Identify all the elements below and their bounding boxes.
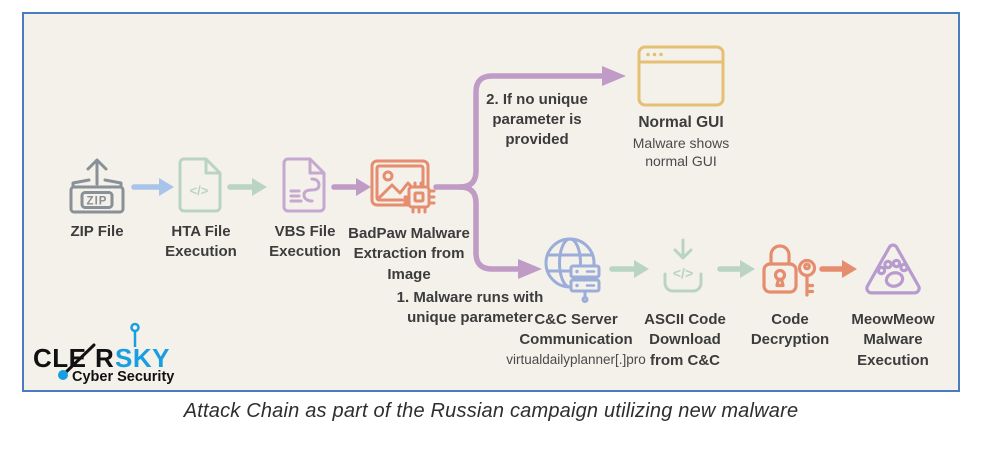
clearsky-logo: CLE R SKY Cyber Security [33, 322, 174, 385]
flow-connectors [131, 66, 857, 279]
label-hta-file: HTA File Execution [165, 223, 237, 261]
figure-caption: Attack Chain as part of the Russian camp… [183, 400, 799, 422]
note-no-unique-parameter: 2. If no unique parameter is provided [486, 91, 588, 148]
label-cnc-server: C&C Server Communication [519, 311, 633, 349]
label-zip-file: ZIP File [70, 223, 124, 240]
zip-icon-text: ZIP [87, 196, 108, 208]
code-file-icon: </> [178, 157, 222, 213]
paw-warning-icon [865, 243, 921, 295]
chip-body [407, 185, 431, 209]
hta-icon-text: </> [190, 183, 209, 198]
script-file-icon [282, 157, 326, 213]
arrow-ascii-to-decrypt [717, 260, 755, 278]
arrowhead-to-gui [602, 66, 626, 86]
sublabel-normal-gui: Malware shows normal GUI [632, 135, 730, 170]
arrow-zip-to-hta [131, 178, 174, 196]
arrow-cnc-to-ascii [609, 260, 649, 278]
logo-slash-a [61, 343, 96, 377]
logo-tagline: Cyber Security [72, 369, 174, 385]
zip-file-icon: ZIP [69, 158, 125, 214]
label-code-decryption: Code Decryption [750, 311, 830, 349]
arrow-vbs-to-badpaw [331, 178, 371, 196]
label-badpaw: BadPaw Malware Extraction from Image [348, 225, 470, 283]
server-rack-top [569, 264, 601, 279]
label-ascii-code: ASCII Code Download from C&C [644, 311, 726, 369]
code-download-icon: </> [663, 238, 703, 293]
logo-text-cle: CLE [33, 343, 87, 373]
branch-brace [433, 66, 626, 279]
image-chip-icon [370, 159, 436, 214]
globe-server-icon [544, 237, 601, 303]
arrowhead-to-cnc [518, 259, 542, 279]
sublabel-cnc-domain: virtualdailyplanner[.]pro [506, 352, 646, 367]
ascii-icon-text: </> [673, 265, 693, 281]
diagram-panel: ZIP </> [22, 12, 960, 392]
logo-dot [58, 370, 68, 380]
arrow-decrypt-to-meow [819, 260, 857, 278]
lock-key-icon [762, 244, 817, 297]
label-vbs-file: VBS File Execution [269, 223, 341, 261]
logo-text-sky: SKY [115, 343, 170, 373]
logo-antenna-circle [130, 322, 140, 333]
arrow-hta-to-vbs [227, 178, 267, 196]
label-normal-gui: Normal GUI [638, 114, 724, 131]
note-unique-parameter: 1. Malware runs with unique parameter [396, 289, 544, 326]
browser-window-icon [637, 45, 725, 107]
scroll-glyph [302, 177, 321, 203]
label-meowmeow: MeowMeow Malware Execution [851, 311, 935, 369]
logo-text-r: R [95, 343, 114, 373]
